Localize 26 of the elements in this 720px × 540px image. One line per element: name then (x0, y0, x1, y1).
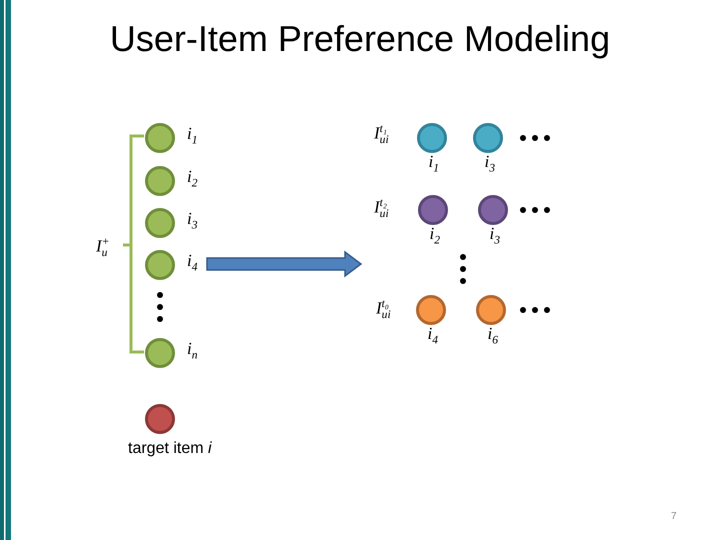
item-label: i$_{1}$ (428, 153, 440, 174)
circle-node (145, 123, 175, 153)
item-label: i$_{1}$ (187, 124, 198, 146)
circle-node (145, 404, 175, 434)
item-caption: target item i (128, 439, 212, 458)
item-label: i$_{4}$ (187, 252, 198, 272)
slide-title: User-Item Preference Modeling (108, 17, 612, 60)
item-label: i$_{n}$ (187, 340, 198, 360)
item-label: i$_{2}$ (430, 225, 440, 246)
circle-node (473, 123, 503, 153)
circle-node (478, 195, 508, 225)
circle-node (417, 123, 447, 153)
item-label: i$_{3}$ (490, 225, 500, 246)
circle-node (476, 295, 506, 325)
circle-node (145, 338, 175, 368)
page-number: 7 (671, 511, 677, 522)
circle-node (145, 166, 175, 196)
item-label: i$_{3}$ (187, 210, 198, 230)
item-label: i$_{6}$ (488, 325, 498, 346)
circle-node (145, 250, 175, 280)
circle-node (145, 208, 175, 238)
item-label: i$_{4}$ (428, 325, 438, 346)
circle-node (418, 195, 448, 225)
circle-node (416, 295, 446, 325)
item-label: i$_{2}$ (187, 168, 198, 188)
item-label: i$_{3}$ (484, 153, 496, 174)
